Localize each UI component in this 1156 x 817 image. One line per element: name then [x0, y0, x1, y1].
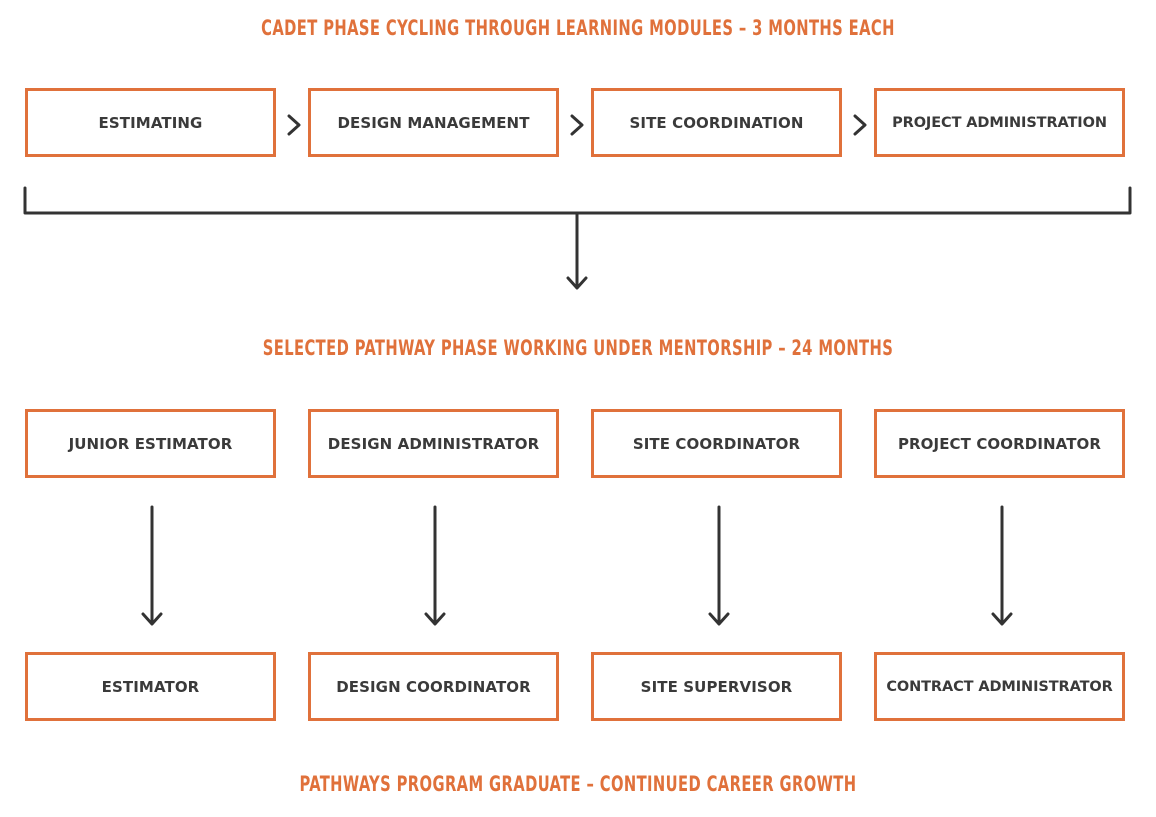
arrowhead-icon [141, 612, 163, 626]
role-label: DESIGN ADMINISTRATOR [327, 434, 540, 453]
module-label: DESIGN MANAGEMENT [337, 113, 530, 132]
module-project-administration: PROJECT ADMINISTRATION [874, 88, 1125, 157]
role-label: PROJECT COORDINATOR [897, 434, 1102, 453]
role-site-coordinator: SITE COORDINATOR [591, 409, 842, 478]
role-label: SITE COORDINATOR [632, 434, 801, 453]
bracket-connector [23, 186, 1132, 215]
arrowhead-icon [708, 612, 730, 626]
graduate-contract-administrator: CONTRACT ADMINISTRATOR [874, 652, 1125, 721]
chevron-right-icon [287, 114, 301, 136]
cadet-phase-heading: CADET PHASE CYCLING THROUGH LEARNING MOD… [261, 16, 895, 40]
role-junior-estimator: JUNIOR ESTIMATOR [25, 409, 276, 478]
arrowhead-icon [566, 276, 588, 290]
arrowhead-icon [424, 612, 446, 626]
role-label: ESTIMATOR [101, 677, 200, 696]
role-label: SITE SUPERVISOR [640, 677, 793, 696]
graduate-design-coordinator: DESIGN COORDINATOR [308, 652, 559, 721]
graduate-estimator: ESTIMATOR [25, 652, 276, 721]
graduate-site-supervisor: SITE SUPERVISOR [591, 652, 842, 721]
role-label: DESIGN COORDINATOR [336, 677, 531, 696]
module-estimating: ESTIMATING [25, 88, 276, 157]
arrowhead-icon [991, 612, 1013, 626]
module-label: PROJECT ADMINISTRATION [892, 114, 1107, 131]
chevron-right-icon [853, 114, 867, 136]
module-design-management: DESIGN MANAGEMENT [308, 88, 559, 157]
role-design-administrator: DESIGN ADMINISTRATOR [308, 409, 559, 478]
chevron-right-icon [570, 114, 584, 136]
role-label: JUNIOR ESTIMATOR [68, 434, 233, 453]
role-label: CONTRACT ADMINISTRATOR [886, 678, 1113, 695]
pathway-phase-heading: SELECTED PATHWAY PHASE WORKING UNDER MEN… [262, 336, 894, 360]
module-label: SITE COORDINATION [629, 113, 804, 132]
role-project-coordinator: PROJECT COORDINATOR [874, 409, 1125, 478]
module-label: ESTIMATING [98, 113, 203, 132]
module-site-coordination: SITE COORDINATION [591, 88, 842, 157]
graduate-heading: PATHWAYS PROGRAM GRADUATE – CONTINUED CA… [299, 772, 857, 796]
